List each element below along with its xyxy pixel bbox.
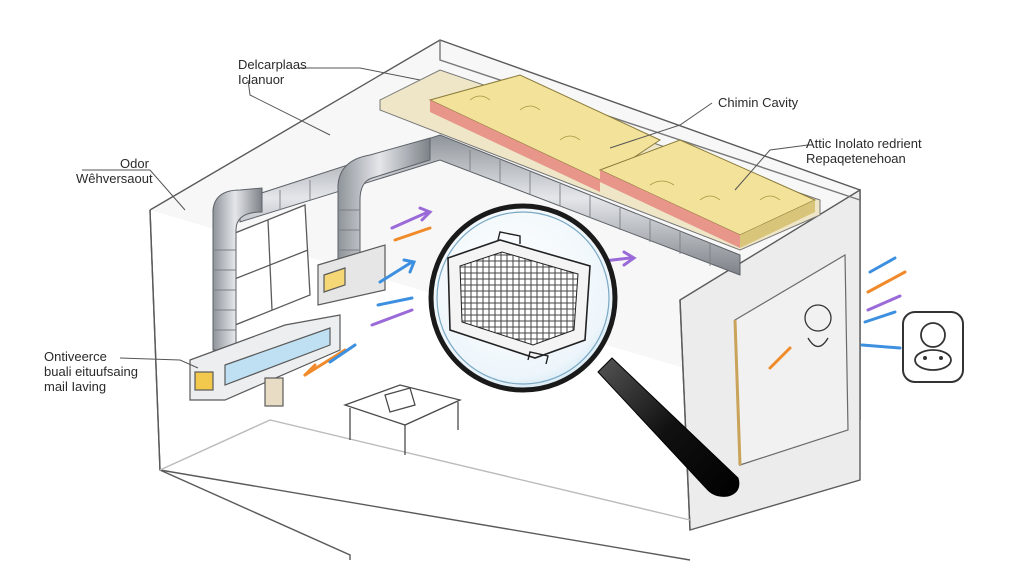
mold-sign-icon xyxy=(902,311,964,383)
ductwork-callout-line-1: Delcarplaas xyxy=(238,57,307,72)
coffee-table xyxy=(343,384,462,455)
callout-leaders xyxy=(82,67,809,369)
odor-callout-line-1: Odor xyxy=(120,156,149,171)
attic-callout-line-1: Attic Inolato redrient xyxy=(806,136,922,151)
maintenance-callout-line-2: buali eituufsaing xyxy=(44,364,138,379)
air-filter-icon xyxy=(447,231,591,365)
odor-callout-line-2: Wêhversaout xyxy=(76,171,153,186)
air-flow-arrow-icon xyxy=(303,206,907,377)
attic-insulation xyxy=(379,69,821,251)
door xyxy=(733,253,849,466)
odor-callout: Odor Wêhversaout xyxy=(76,156,176,186)
ductwork-callout: Delcarplaas Iclanuor xyxy=(238,57,307,87)
air-handler-unit xyxy=(189,244,386,407)
ductwork-callout-line-2: Iclanuor xyxy=(238,72,285,87)
maintenance-callout-line-3: mail Iaving xyxy=(44,379,107,394)
maintenance-callout-line-1: Ontiveerce xyxy=(44,349,107,364)
chimney-callout-line-1: Chimin Cavity xyxy=(718,95,799,110)
chimney-callout: Chimin Cavity xyxy=(718,95,798,110)
attic-callout: Attic Inolato redrient Repaqetenehoan xyxy=(806,136,922,166)
attic-callout-line-2: Repaqetenehoan xyxy=(806,151,906,166)
maintenance-callout: Ontiveerce buali eituufsaing mail Iaving xyxy=(44,349,138,394)
ductwork xyxy=(212,134,741,351)
magnifier-icon xyxy=(428,203,740,497)
